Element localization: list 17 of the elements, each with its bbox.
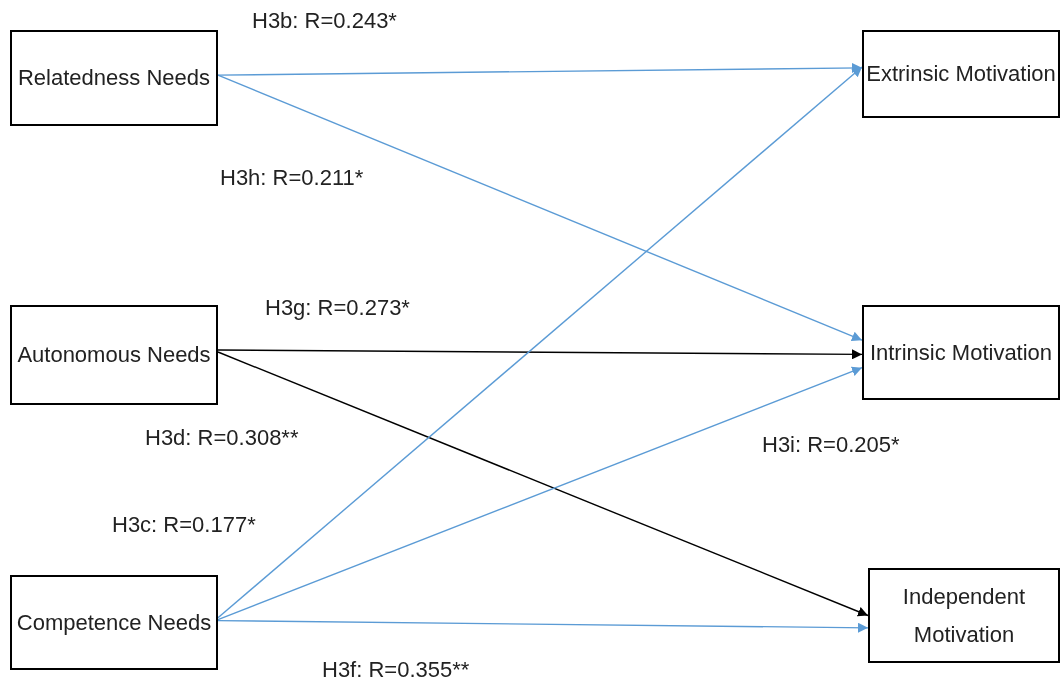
variable-name: Relatedness Needs xyxy=(18,64,210,92)
arrow xyxy=(217,74,863,341)
variable-box xyxy=(862,30,1060,118)
arrow xyxy=(217,619,869,633)
arrow xyxy=(217,66,863,619)
variable-name: Intrinsic Motivation xyxy=(869,338,1053,367)
arrow xyxy=(217,62,863,76)
variable-box xyxy=(10,305,218,405)
variable-box xyxy=(10,30,218,126)
variable-name: Autonomous Needs xyxy=(17,341,211,369)
variable-box xyxy=(868,568,1060,663)
variable-box xyxy=(862,305,1060,400)
variable-name: Independent Motivation xyxy=(901,582,1027,649)
variable-name: Competence Needs xyxy=(16,608,212,637)
variable-box xyxy=(10,575,218,670)
variable-name: Extrinsic Motivation xyxy=(866,60,1056,88)
arrow xyxy=(217,349,863,360)
